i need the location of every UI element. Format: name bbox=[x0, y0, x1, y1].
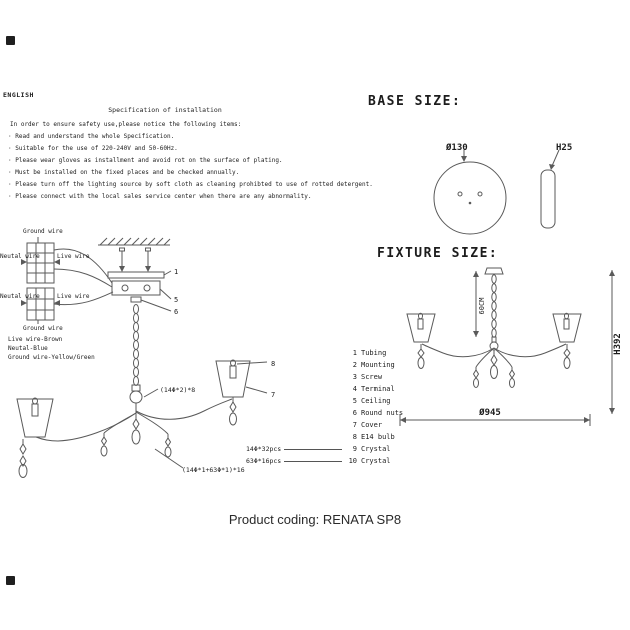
specification-title: Specification of installation bbox=[108, 106, 222, 114]
part-label: Terminal bbox=[361, 385, 395, 393]
neutral-wire-label-top: Neutal wire bbox=[0, 253, 40, 260]
shade-callouts: 8 7 bbox=[236, 360, 275, 399]
part-number: 4 bbox=[352, 385, 357, 393]
callout-8: 8 bbox=[271, 360, 275, 368]
arm-crystal-annotation: (14Φ*2)*8 bbox=[160, 386, 196, 394]
base-height-label: H25 bbox=[556, 143, 573, 153]
language-label: ENGLISH bbox=[3, 91, 34, 99]
fixture-body bbox=[406, 312, 582, 388]
base-plate-side-view bbox=[540, 149, 560, 229]
part-label: Ceiling bbox=[361, 397, 391, 405]
diameter-dimension: Ø945 bbox=[399, 407, 591, 426]
parts-list-row: 2 Mounting bbox=[344, 359, 403, 371]
parts-list-row: 10 Crystal bbox=[344, 455, 403, 467]
chandelier-chain bbox=[133, 304, 139, 386]
ground-wire-label-top: Ground wire bbox=[23, 228, 63, 235]
specification-item: Please connect with the local sales serv… bbox=[8, 193, 311, 200]
wiring-terminal-blocks bbox=[21, 237, 114, 324]
callout-6: 6 bbox=[174, 308, 178, 316]
live-wire-label-top: Live wire bbox=[57, 253, 90, 260]
base-plate-top-view bbox=[433, 150, 507, 235]
parts-list-row: 8 E14 bulb bbox=[344, 431, 403, 443]
parts-list-row: 9 Crystal bbox=[344, 443, 403, 455]
live-wire-label-bottom: Live wire bbox=[57, 293, 90, 300]
callout-1: 1 bbox=[174, 268, 178, 276]
part-label: Tubing bbox=[361, 349, 387, 357]
specification-item: Must be installed on the fixed places an… bbox=[8, 169, 239, 176]
fixture-diameter-dim-label: Ø945 bbox=[478, 407, 501, 418]
part-number: 9 bbox=[352, 445, 357, 453]
specification-item: Suitable for the use of 220-240V and 50-… bbox=[8, 145, 178, 152]
wire-legend-neutral: Neutal-Blue bbox=[8, 345, 48, 352]
pendant-crystal-annotation: (14Φ*1+63Φ*1)*16 bbox=[182, 466, 245, 474]
part-number: 6 bbox=[352, 409, 357, 417]
height-dimension: H392 bbox=[609, 270, 623, 414]
chain-dimension: 60CM bbox=[473, 271, 486, 337]
callout-7: 7 bbox=[271, 391, 275, 399]
page-corner-mark-top bbox=[6, 36, 15, 45]
parts-list-row: 6 Round nuts bbox=[344, 407, 403, 419]
part-number: 7 bbox=[352, 421, 357, 429]
part-label: E14 bulb bbox=[361, 433, 395, 441]
parts-list-row: 4 Terminal bbox=[344, 383, 403, 395]
part-label: Round nuts bbox=[361, 409, 404, 417]
fixture-height-dim-label: H392 bbox=[613, 333, 623, 355]
fixture-size-drawing: 60CM bbox=[399, 267, 623, 426]
part-number: 10 bbox=[348, 457, 357, 465]
parts-list-row: 7 Cover bbox=[344, 419, 403, 431]
qty-leader-line bbox=[284, 449, 342, 450]
fixture-size-title: FIXTURE SIZE: bbox=[377, 246, 499, 261]
page-corner-mark-bottom bbox=[6, 576, 15, 585]
ceiling-mount: 1 5 6 bbox=[98, 237, 178, 316]
wire-legend-ground: Ground wire-Yellow/Green bbox=[8, 354, 95, 361]
part-label: Crystal bbox=[361, 457, 391, 465]
base-diameter-label: Ø130 bbox=[446, 143, 468, 153]
part-number: 1 bbox=[352, 349, 357, 357]
specification-item: Please wear gloves as installment and av… bbox=[8, 157, 282, 164]
part-label: Mounting bbox=[361, 361, 395, 369]
fixture-canopy-chain bbox=[484, 267, 504, 338]
crystal-qty-large: 63Φ*16pcs bbox=[246, 457, 282, 465]
part-number: 5 bbox=[352, 397, 357, 405]
part-number: 8 bbox=[352, 433, 357, 441]
part-number: 3 bbox=[352, 373, 357, 381]
specification-item: Read and understand the whole Specificat… bbox=[8, 133, 174, 140]
specification-intro: In order to ensure safety use,please not… bbox=[10, 121, 242, 128]
parts-list-row: 1 Tubing bbox=[344, 347, 403, 359]
neutral-wire-label-bottom: Neutal wire bbox=[0, 293, 40, 300]
product-coding: Product coding: RENATA SP8 bbox=[228, 512, 402, 527]
fixture-chain-dim-label: 60CM bbox=[478, 298, 486, 315]
parts-list-row: 3 Screw bbox=[344, 371, 403, 383]
specification-item: Please turn off the lighting source by s… bbox=[8, 181, 373, 188]
part-label: Cover bbox=[361, 421, 383, 429]
part-label: Crystal bbox=[361, 445, 391, 453]
parts-list-row: 5 Ceiling bbox=[344, 395, 403, 407]
wire-legend-live: Live wire-Brown bbox=[8, 336, 63, 343]
chandelier-body bbox=[16, 359, 251, 478]
parts-list: 1 Tubing 2 Mounting 3 Screw 4 Terminal 5 Ceil… bbox=[344, 347, 404, 467]
base-size-drawing bbox=[433, 149, 560, 235]
part-number: 2 bbox=[352, 361, 357, 369]
qty-leader-line bbox=[284, 461, 342, 462]
callout-5: 5 bbox=[174, 296, 178, 304]
ground-wire-label-bottom: Ground wire bbox=[23, 325, 63, 332]
part-label: Screw bbox=[361, 373, 383, 381]
crystal-qty-small: 14Φ*32pcs bbox=[246, 445, 282, 453]
base-size-title: BASE SIZE: bbox=[368, 94, 462, 109]
assembly-drawing: 1 5 6 bbox=[16, 237, 275, 478]
